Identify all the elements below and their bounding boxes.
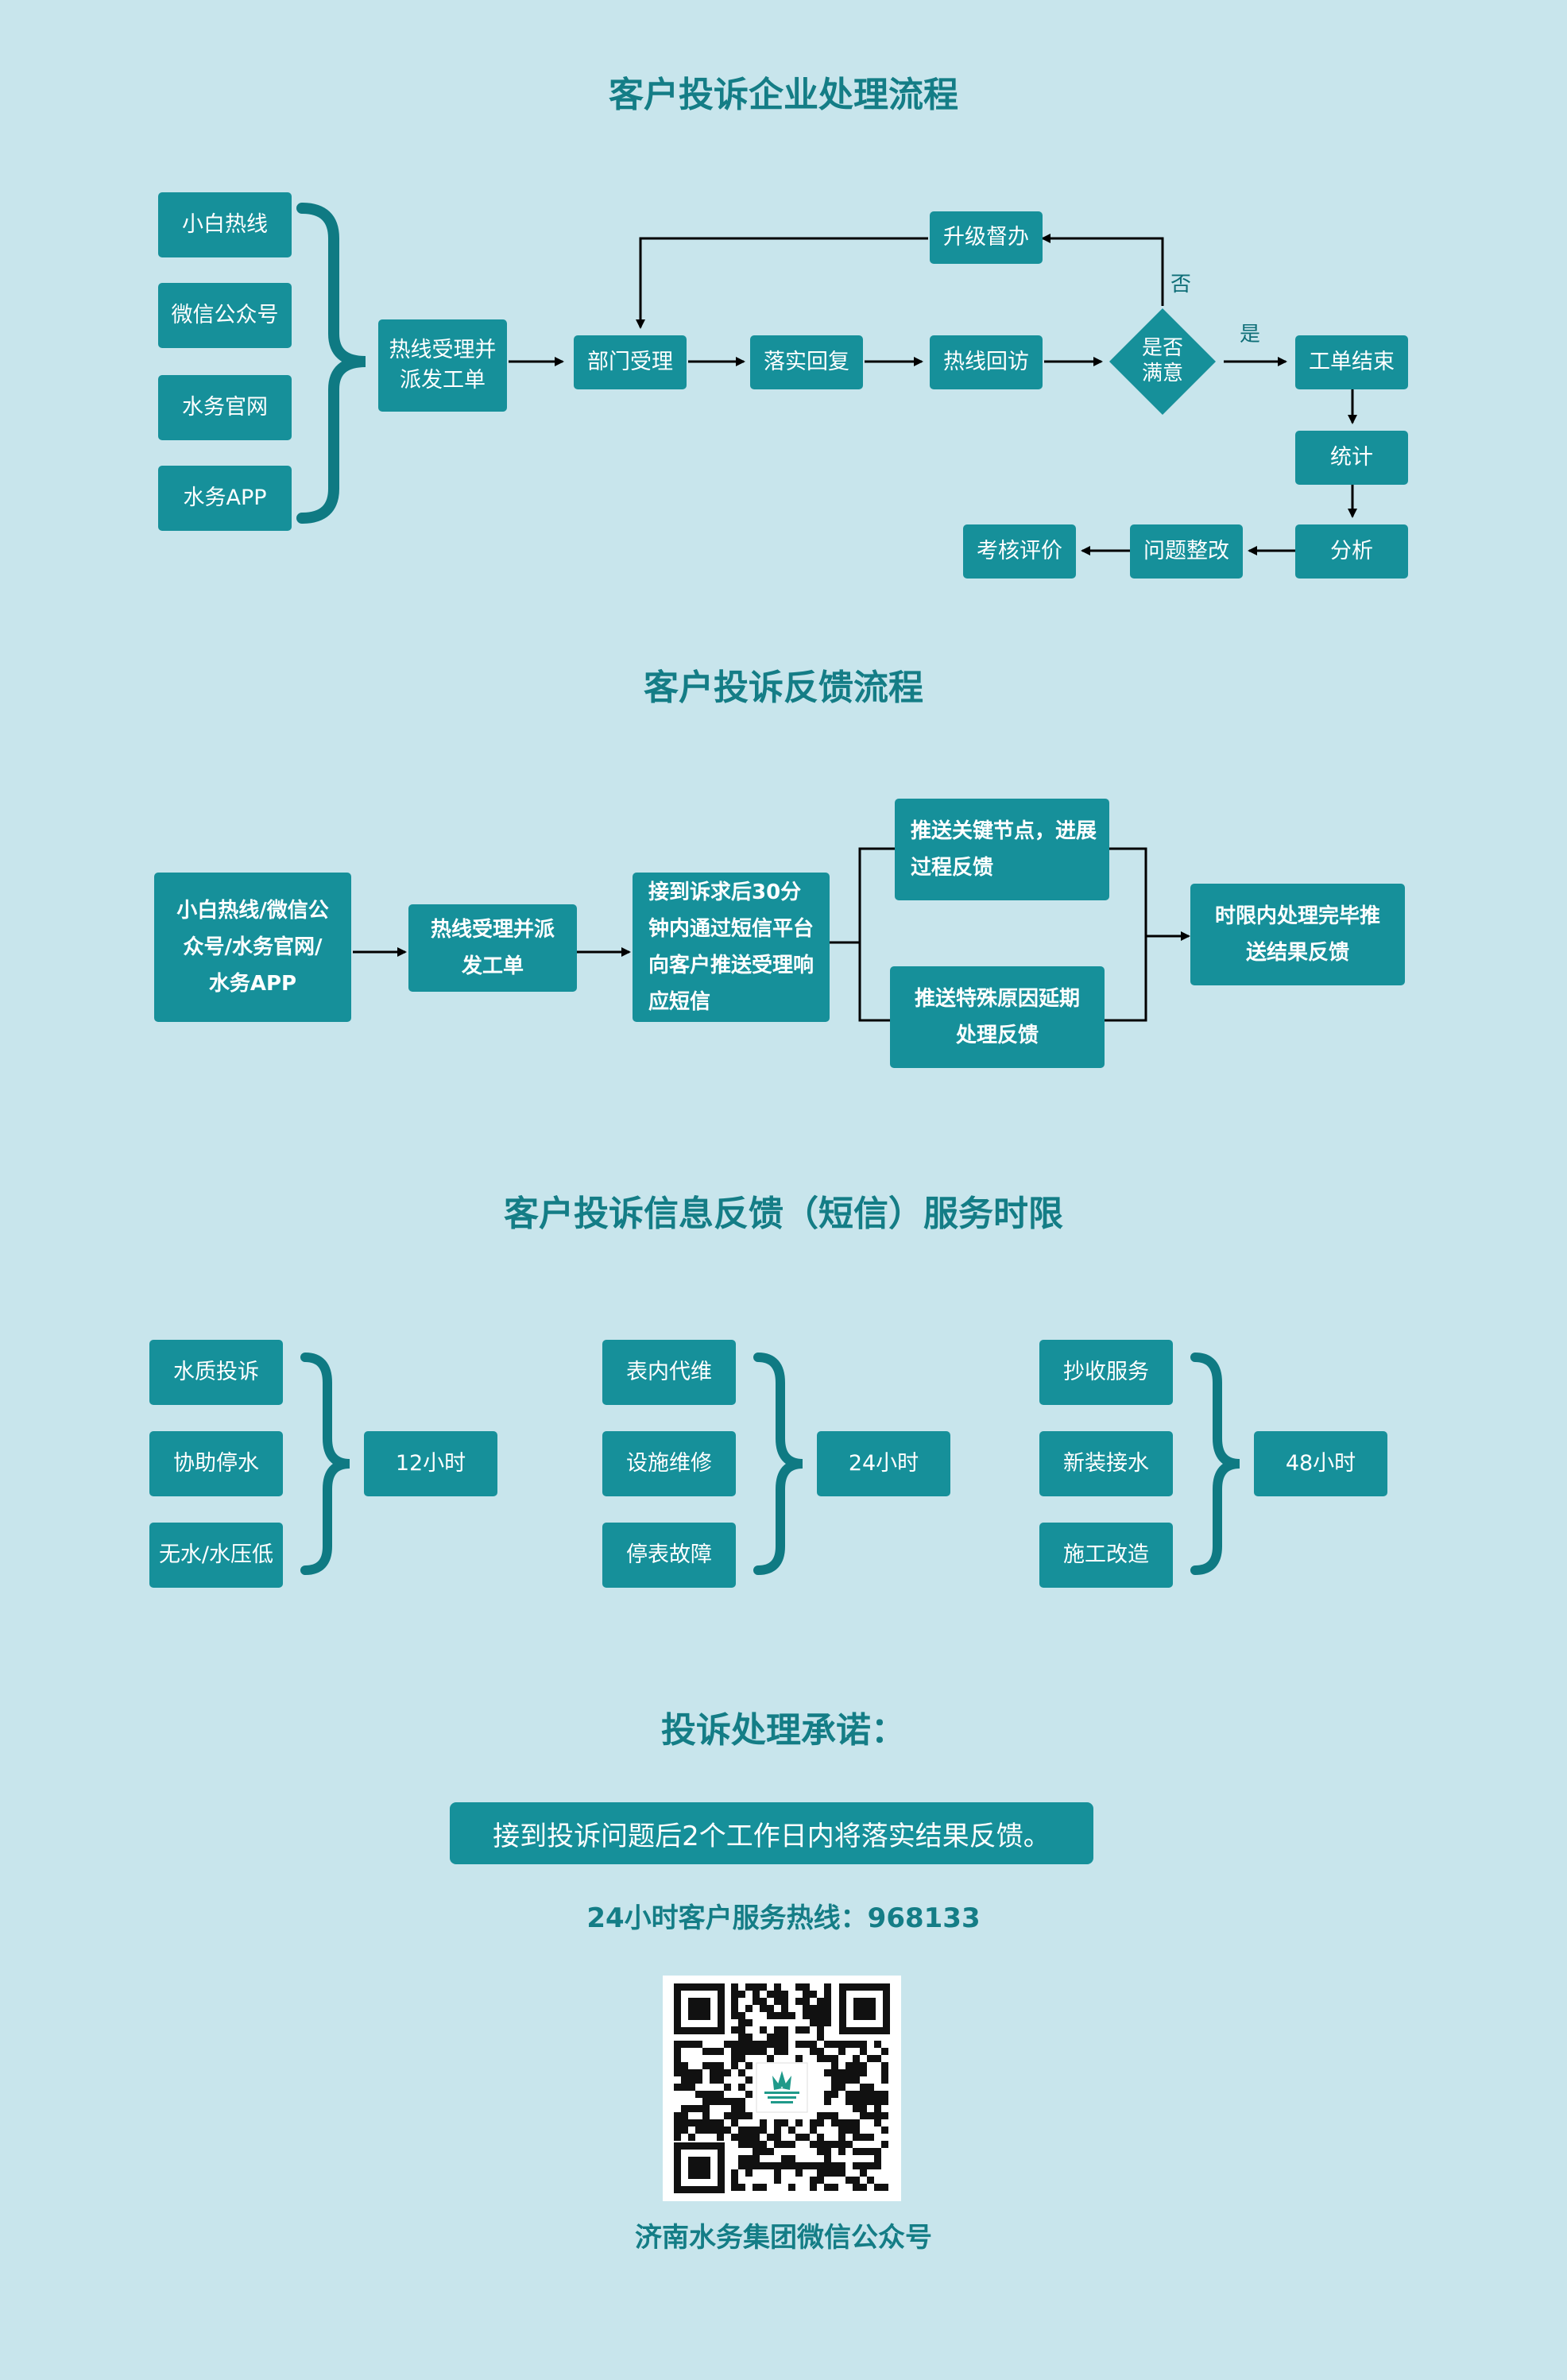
decision-label: 是否满意	[1141, 336, 1183, 385]
statistics-box: 统计	[1295, 431, 1408, 485]
section2-title: 客户投诉反馈流程	[644, 668, 923, 708]
implement-reply-box: 落实回复	[750, 335, 863, 389]
hotline-visit-box: 热线回访	[930, 335, 1043, 389]
g2-time: 24小时	[817, 1431, 950, 1496]
decision-diamond	[1109, 308, 1216, 415]
section1-title: 客户投诉企业处理流程	[609, 75, 958, 115]
section3-title: 客户投诉信息反馈（短信）服务时限	[504, 1194, 1063, 1234]
section2-connectors	[353, 847, 1190, 1022]
progress-feedback-box: 推送关键节点，进展过程反馈	[895, 799, 1109, 900]
no-label: 否	[1170, 273, 1192, 296]
channels-brace	[296, 203, 366, 524]
g1-time: 12小时	[364, 1431, 497, 1496]
channel-wechat: 微信公众号	[158, 283, 292, 348]
sms-response-box: 接到诉求后30分钟内通过短信平台向客户推送受理响应短信	[633, 873, 830, 1022]
result-feedback-box: 时限内处理完毕推送结果反馈	[1190, 884, 1405, 985]
rectify-box: 问题整改	[1130, 524, 1243, 579]
g2-item-3: 停表故障	[602, 1523, 736, 1588]
g2-item-1: 表内代维	[602, 1340, 736, 1405]
g2-item-2: 设施维修	[602, 1431, 736, 1496]
g1-item-3: 无水/水压低	[149, 1523, 283, 1588]
channel-website: 水务官网	[158, 375, 292, 440]
promise-title: 投诉处理承诺：	[661, 1710, 906, 1751]
channel-app: 水务APP	[158, 466, 292, 531]
analysis-box: 分析	[1295, 524, 1408, 579]
dept-accept-box: 部门受理	[574, 335, 687, 389]
hotline-text: 24小时客户服务热线：968133	[586, 1902, 981, 1934]
g1-item-1: 水质投诉	[149, 1340, 283, 1405]
yes-label: 是	[1240, 323, 1261, 346]
accept-dispatch-box-2: 热线受理并派发工单	[408, 904, 577, 992]
channel-hotline: 小白热线	[158, 192, 292, 257]
g3-item-3: 施工改造	[1039, 1523, 1173, 1588]
evaluate-box: 考核评价	[963, 524, 1076, 579]
qr-caption: 济南水务集团微信公众号	[635, 2222, 932, 2254]
g1-item-2: 协助停水	[149, 1431, 283, 1496]
g3-item-1: 抄收服务	[1039, 1340, 1173, 1405]
g3-time: 48小时	[1254, 1431, 1387, 1496]
g3-item-2: 新装接水	[1039, 1431, 1173, 1496]
promise-box: 接到投诉问题后2个工作日内将落实结果反馈。	[450, 1802, 1093, 1864]
qr-code	[663, 1976, 901, 2201]
qr-code-graphic	[663, 1976, 901, 2201]
section3-braces	[300, 1353, 1240, 1575]
delay-feedback-box: 推送特殊原因延期处理反馈	[890, 966, 1105, 1068]
channels-combined-box: 小白热线/微信公众号/水务官网/水务APP	[154, 873, 351, 1022]
escalate-box: 升级督办	[930, 211, 1043, 264]
accept-dispatch-box: 热线受理并派发工单	[378, 319, 507, 412]
section1-connectors	[296, 203, 1357, 555]
ticket-close-box: 工单结束	[1295, 335, 1408, 389]
